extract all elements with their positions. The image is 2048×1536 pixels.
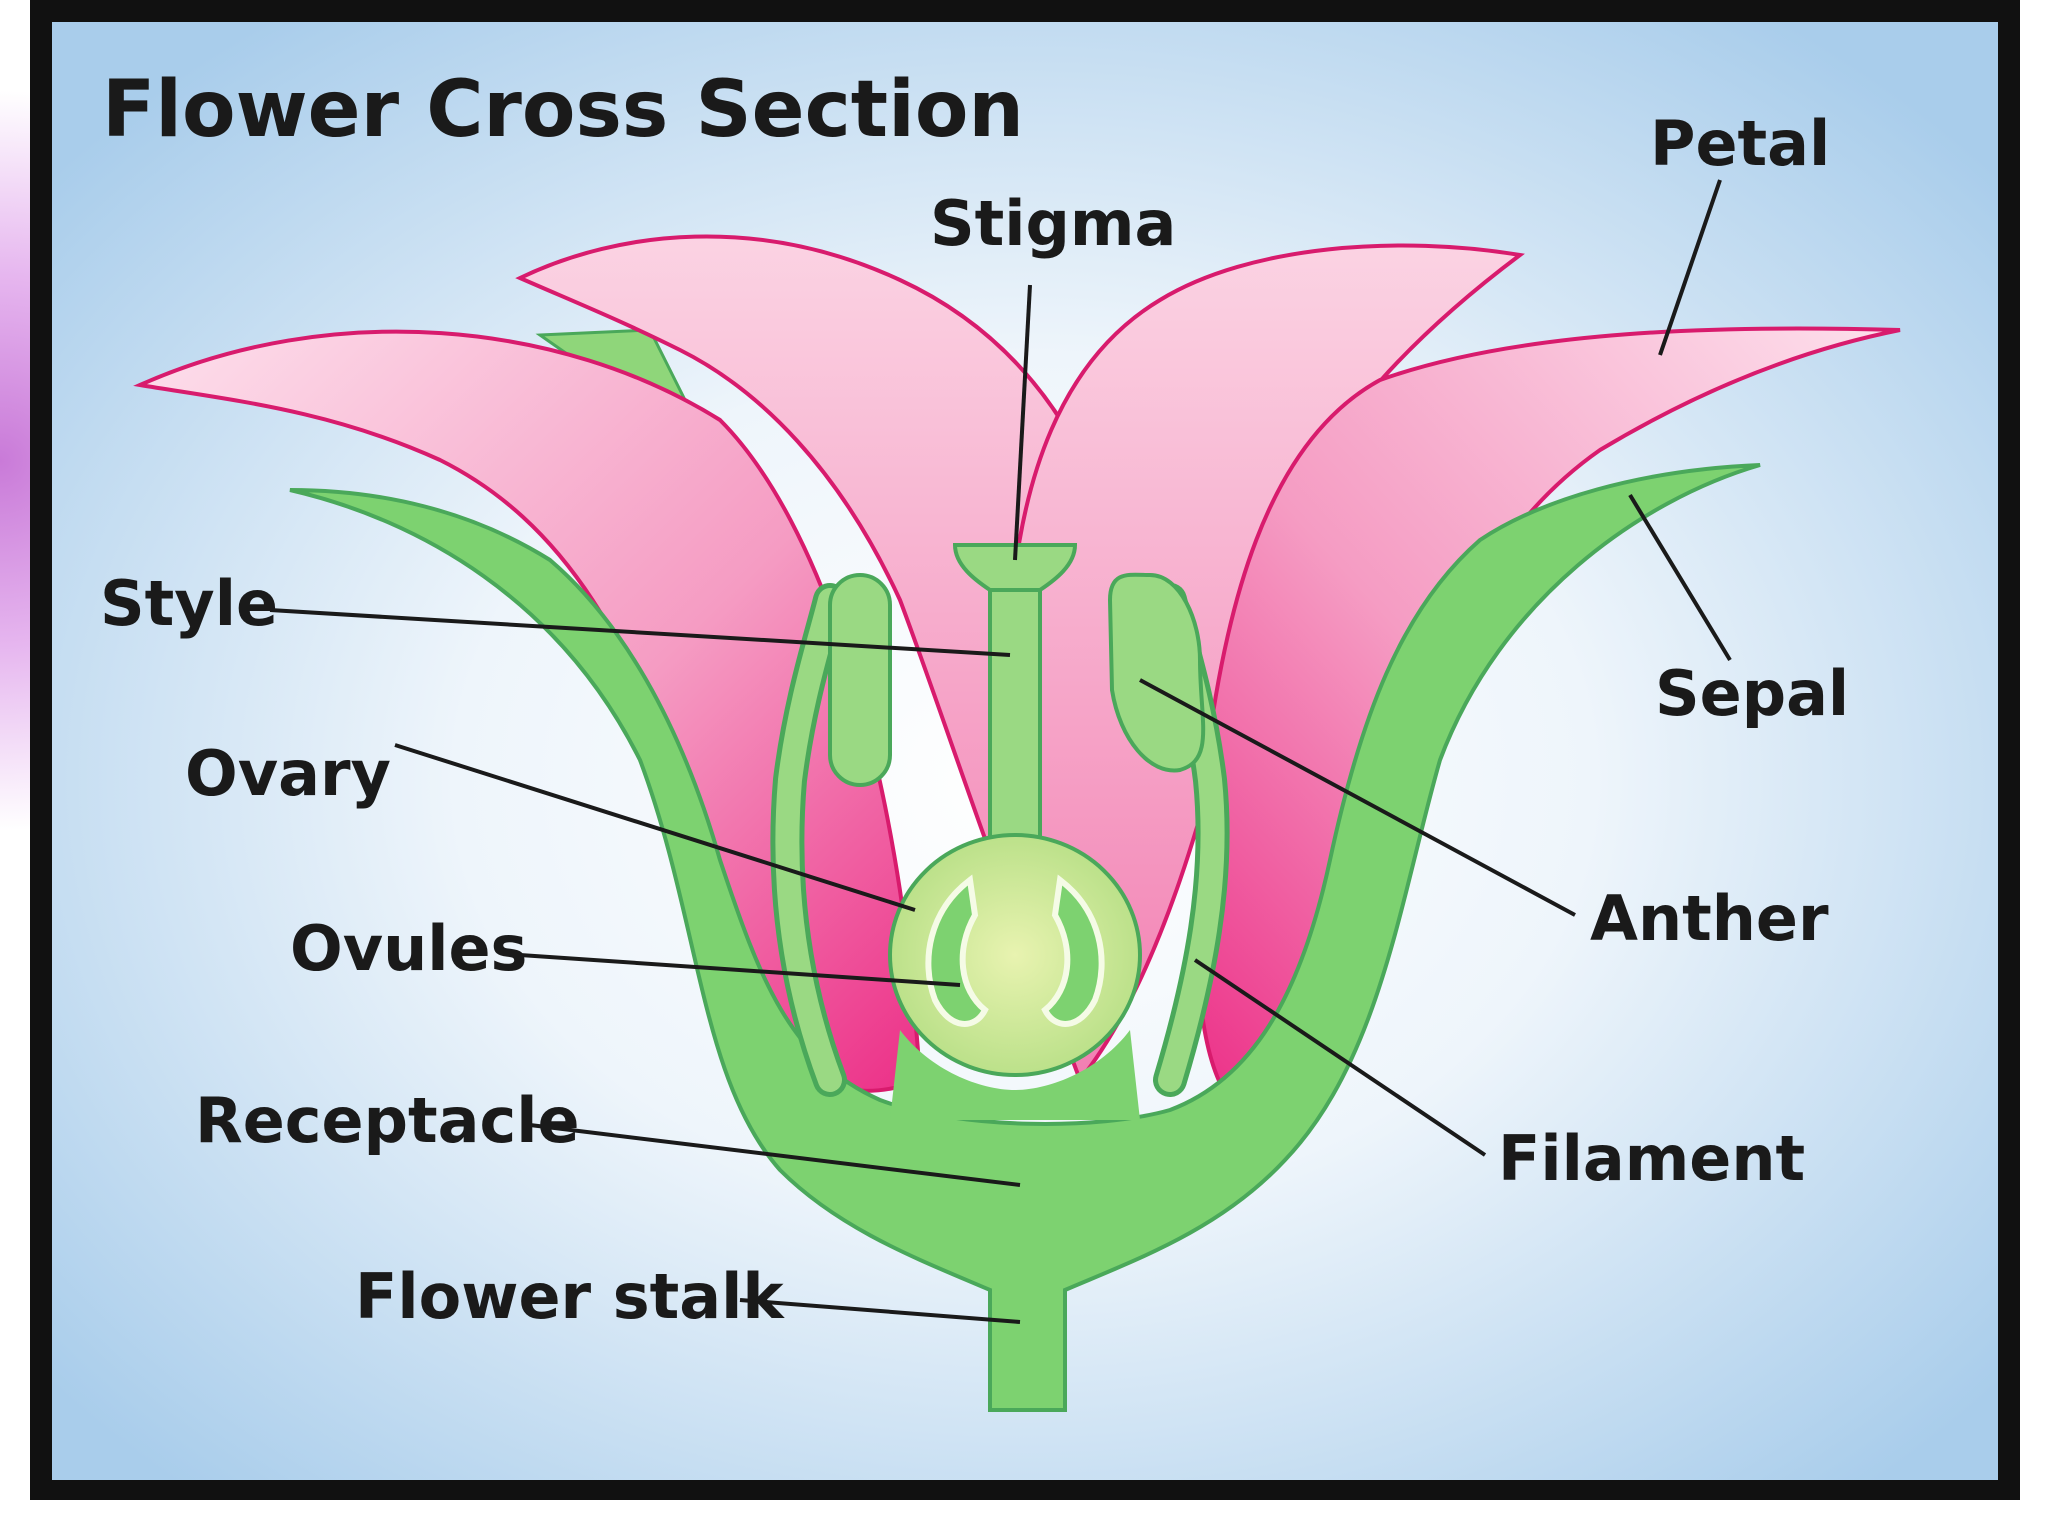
label-petal: Petal bbox=[1650, 107, 1830, 180]
anther-left bbox=[828, 573, 892, 787]
label-style: Style bbox=[100, 567, 278, 640]
leader-petal bbox=[1658, 179, 1722, 356]
leader-filament bbox=[1193, 958, 1487, 1157]
leader-style bbox=[269, 608, 1011, 657]
anther-right bbox=[1107, 572, 1206, 773]
leader-anther bbox=[1139, 678, 1576, 917]
filament-left-inner bbox=[775, 588, 842, 1092]
label-ovary: Ovary bbox=[185, 737, 391, 810]
label-sepal: Sepal bbox=[1655, 657, 1849, 730]
label-filament: Filament bbox=[1498, 1122, 1805, 1195]
leader-lines bbox=[269, 179, 1732, 1324]
flower bbox=[133, 234, 1901, 1412]
ovules-left bbox=[925, 874, 989, 1027]
leader-stigma bbox=[1013, 284, 1032, 561]
label-anther: Anther bbox=[1590, 882, 1829, 955]
leader-ovary bbox=[394, 743, 916, 912]
diagram-title: Flower Cross Section bbox=[102, 65, 1024, 155]
label-ovules: Ovules bbox=[290, 912, 527, 985]
ovules-right bbox=[1041, 874, 1105, 1027]
leader-receptacle bbox=[529, 1123, 1021, 1187]
leader-sepal bbox=[1628, 493, 1732, 662]
leader-flower-stalk bbox=[739, 1298, 1021, 1324]
label-stigma: Stigma bbox=[930, 187, 1176, 260]
stigma bbox=[952, 543, 1078, 592]
receptacle-base bbox=[890, 1030, 1140, 1120]
label-flower-stalk: Flower stalk bbox=[355, 1260, 785, 1333]
sepal-cup bbox=[289, 463, 1761, 1412]
label-receptacle: Receptacle bbox=[195, 1084, 580, 1157]
leader-ovules bbox=[519, 953, 961, 987]
labels: Petal Stigma Style Sepal Ovary Anther Ov… bbox=[100, 107, 1849, 1333]
